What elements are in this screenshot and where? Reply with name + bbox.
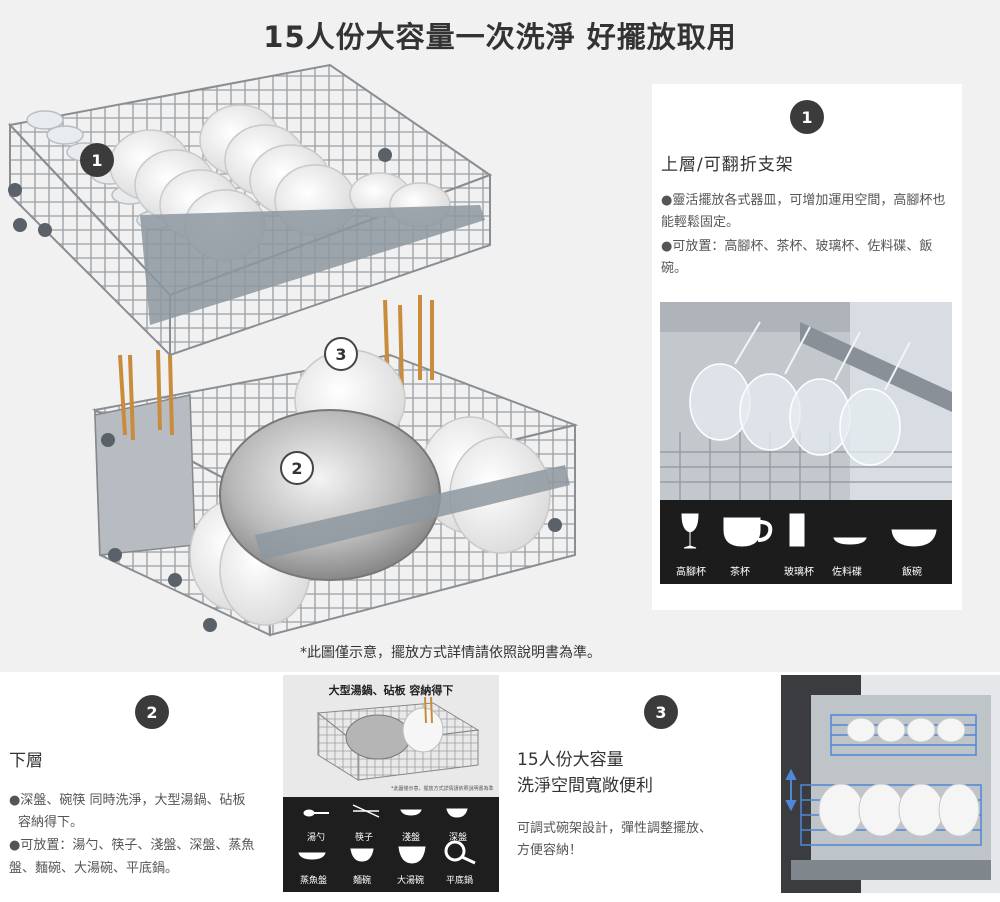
dishwasher-drawing: [781, 675, 1000, 893]
section-bullet: 容納得下。: [18, 815, 84, 830]
section-badge: 2: [135, 695, 169, 729]
section-bullet: ●可放置：湯勺、筷子、淺盤、深盤、蒸魚: [9, 838, 255, 853]
icon-label: 高腳杯: [676, 567, 706, 578]
panel-note: *此圖僅示意，擺放方式詳情請依照說明書為準: [391, 786, 494, 792]
deep-plate-icon: [446, 808, 468, 818]
upper-rack-icons: [681, 513, 937, 549]
noodle-bowl-icon: [350, 848, 374, 862]
upper-rack-card: 1 上層/可翻折支架 ●靈活擺放各式器皿，可增加運用空間，高腳杯也能輕鬆固定。 …: [652, 84, 962, 610]
icon-label: 淺盤: [402, 833, 421, 843]
icon-label: 麵碗: [353, 876, 372, 886]
upper-rack-icon-bar: 高腳杯 茶杯 玻璃杯 佐料碟 飯碗: [660, 500, 952, 584]
lower-rack: [91, 295, 579, 637]
glass-rack-drawing: [660, 302, 952, 500]
pot-rack-photo: [283, 675, 499, 797]
lower-rack-badge: 2: [280, 451, 314, 485]
chopsticks-icon: [352, 804, 380, 818]
ladle-icon: [303, 809, 329, 817]
section-subtitle: 洗淨空間寬敞便利: [517, 776, 653, 796]
card-heading: 上層/可翻折支架: [661, 155, 794, 175]
icon-label: 筷子: [355, 833, 374, 843]
frying-pan-icon: [444, 840, 476, 865]
card-bullet: ●靈活擺放各式器皿，可增加運用空間，高腳杯也能輕鬆固定。: [661, 193, 946, 230]
section-title: 15人份大容量: [517, 750, 624, 770]
lower-rack-panel: 大型湯鍋、砧板 容納得下 *此圖僅示意，擺放方式詳情請依照說明書為準 湯勺 筷子…: [283, 675, 499, 892]
dish-rack-drawing: [8, 63, 579, 637]
glass-rack-photo: 高腳杯 茶杯 玻璃杯 佐料碟 飯碗: [660, 302, 952, 584]
upper-rack: [8, 63, 493, 358]
section-heading: 下層: [9, 751, 43, 771]
icon-label: 蒸魚盤: [300, 876, 328, 886]
fish-plate-icon: [298, 852, 326, 860]
rice-bowl-icon: [891, 529, 937, 547]
upper-rack-badge: 1: [80, 143, 114, 177]
section-body: 可調式碗架設計，彈性調整擺放、 方便容納！: [517, 818, 747, 862]
icon-label: 茶杯: [730, 567, 750, 578]
icon-label: 飯碗: [902, 567, 922, 578]
page-title: 15人份大容量一次洗淨 好擺放取用: [263, 20, 737, 54]
icon-label: 湯勺: [307, 833, 326, 843]
tea-cup-icon: [723, 517, 761, 547]
icon-label: 平底鍋: [446, 876, 474, 886]
disclaimer-note: *此圖僅示意，擺放方式詳情請依照說明書為準。: [300, 645, 601, 661]
glass-icon: [789, 513, 805, 547]
pot-rack-drawing: [316, 696, 480, 781]
wine-glass-icon: [681, 513, 699, 549]
shallow-plate-icon: [400, 809, 422, 816]
panel-title: 大型湯鍋、砧板 容納得下: [328, 684, 454, 697]
tea-cup-icon: [757, 520, 773, 542]
lower-rack-icons: [298, 804, 476, 865]
icon-label: 玻璃杯: [784, 567, 814, 578]
sauce-dish-icon: [833, 537, 867, 545]
bottom-section: 2 下層 ●深盤、碗筷 同時洗淨，大型湯鍋、砧板 容納得下。 ●可放置：湯勺、筷…: [0, 672, 1000, 902]
card-bullet: ●可放置：高腳杯、茶杯、玻璃杯、佐料碟、飯碗。: [661, 239, 933, 276]
soup-bowl-icon: [398, 846, 426, 864]
section-body-line: 可調式碗架設計，彈性調整擺放、: [517, 821, 713, 836]
cutlery-badge: 3: [324, 337, 358, 371]
icon-label: 佐料碟: [832, 567, 862, 578]
dish-rack-illustration: 1 3 2: [0, 55, 640, 660]
icon-label: 深盤: [449, 833, 468, 843]
icon-label: 大湯碗: [397, 876, 425, 886]
section-body-line: 方便容納！: [517, 843, 583, 858]
section-bullet: 盤、麵碗、大湯碗、平底鍋。: [9, 861, 179, 876]
section-badge: 3: [644, 695, 678, 729]
card-badge: 1: [790, 100, 824, 134]
section-bullet: ●深盤、碗筷 同時洗淨，大型湯鍋、砧板: [9, 793, 246, 808]
dishwasher-photo: [781, 675, 1000, 893]
